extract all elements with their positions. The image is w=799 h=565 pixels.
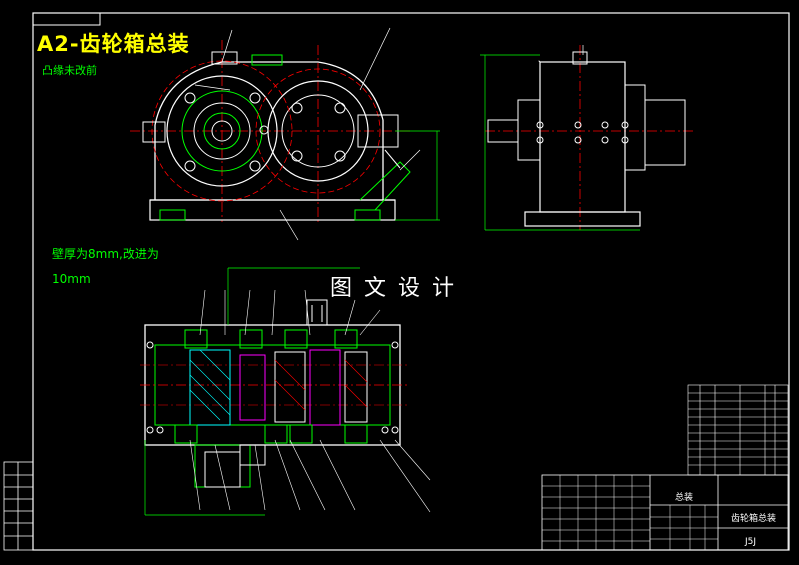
watermark: 图文设计 [330, 276, 467, 301]
flange-note: 凸缘未改前 [42, 64, 97, 77]
parts-list [687, 384, 789, 476]
wall-thickness-note-line2: 10mm [52, 272, 91, 286]
drawing-title: A2-齿轮箱总装 [37, 32, 190, 56]
side-view [480, 45, 695, 231]
title-block-assembly-label: 总装 [675, 493, 694, 503]
title-block-drawing-name: 齿轮箱总装 [731, 514, 777, 524]
title-block-drawing-code: J5J [745, 537, 757, 547]
wall-thickness-note-line1: 壁厚为8mm,改进为 [52, 247, 159, 261]
frame-corner-box [32, 12, 101, 26]
front-view [130, 27, 440, 241]
title-block [541, 474, 789, 551]
drawing-frame [32, 12, 790, 551]
plan-view [140, 267, 431, 516]
side-revision-table [3, 461, 34, 551]
